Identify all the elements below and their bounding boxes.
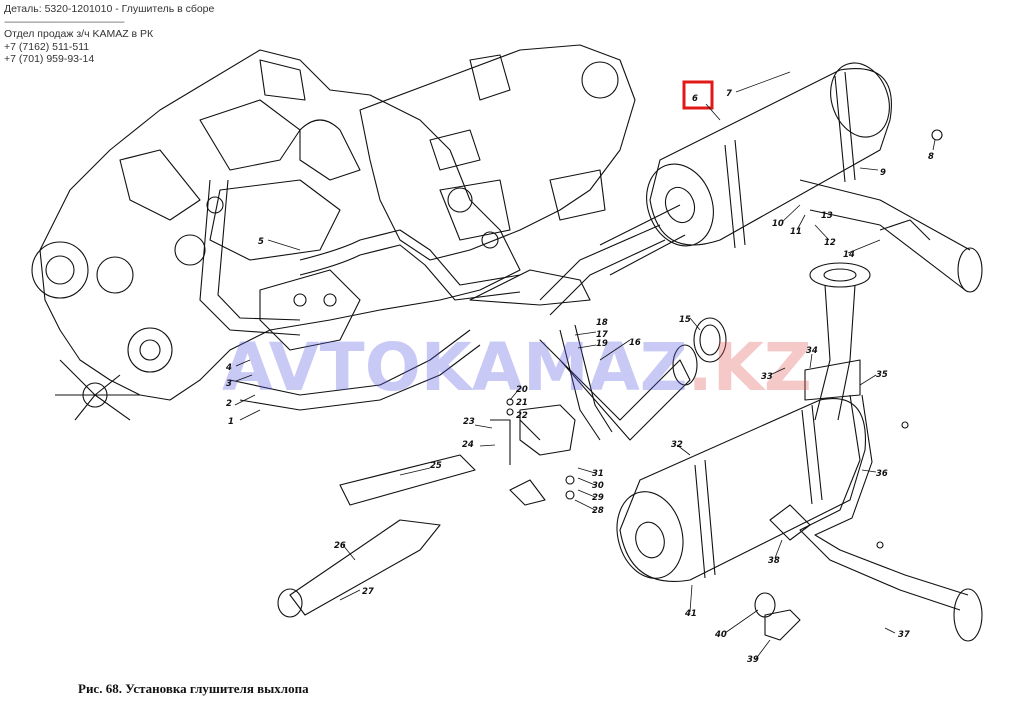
watermark: AVTOKAMAZ.KZ <box>222 329 812 406</box>
engine-drawing <box>31 49 521 421</box>
phone-1: +7 (7162) 511-511 <box>4 40 90 53</box>
callout-10: 10 <box>772 219 784 229</box>
callout-19: 19 <box>596 339 608 349</box>
sales-dept: Отдел продаж з/ч KAMAZ в РК <box>4 28 154 40</box>
callout-8: 8 <box>928 152 934 162</box>
callout-15: 15 <box>679 315 691 325</box>
callout-13: 13 <box>821 211 833 221</box>
upper-tailpipe <box>799 179 983 293</box>
callout-33: 33 <box>761 372 773 382</box>
callout-41: 41 <box>684 609 697 619</box>
callout-20: 20 <box>516 385 528 395</box>
callout-34: 34 <box>806 346 818 356</box>
callout-11: 11 <box>790 227 802 237</box>
callout-29: 29 <box>592 493 604 503</box>
callout-2: 2 <box>226 399 232 409</box>
callout-9: 9 <box>880 168 886 178</box>
callout-12: 12 <box>824 238 836 248</box>
figure-caption: Рис. 68. Установка глушителя выхлопа <box>78 681 309 696</box>
callout-25: 25 <box>430 461 442 471</box>
callout-26: 26 <box>334 541 346 551</box>
callout-21: 21 <box>516 398 528 408</box>
lower-muffler <box>616 398 866 582</box>
callout-23: 23 <box>463 417 475 427</box>
highlight-box-part-6[interactable] <box>682 80 714 110</box>
callout-labels: 1 2 3 4 5 6 7 8 9 10 11 12 13 14 15 16 1… <box>225 89 934 665</box>
callout-40: 40 <box>714 630 727 640</box>
callout-22: 22 <box>516 411 528 421</box>
callout-27: 27 <box>362 587 374 597</box>
callout-36: 36 <box>876 469 888 479</box>
callout-39: 39 <box>747 655 759 665</box>
lower-tailpipe <box>769 394 983 642</box>
callout-37: 37 <box>898 630 910 640</box>
gearbox-drawing <box>359 44 636 261</box>
callout-4: 4 <box>225 363 232 373</box>
callout-3: 3 <box>226 379 232 389</box>
callout-18: 18 <box>596 318 608 328</box>
upper-muffler <box>599 62 892 276</box>
clamps-hardware <box>490 129 943 641</box>
callout-31: 31 <box>592 469 604 479</box>
callout-16: 16 <box>629 338 641 348</box>
callout-32: 32 <box>671 440 683 450</box>
callout-28: 28 <box>592 506 604 516</box>
callout-38: 38 <box>768 556 780 566</box>
callout-7: 7 <box>726 89 732 99</box>
callout-1: 1 <box>228 417 234 427</box>
header-separator: ----------------------------------------… <box>4 15 125 28</box>
phone-2: +7 (701) 959-93-14 <box>4 53 95 65</box>
callout-6[interactable]: 6 <box>692 94 698 104</box>
part-info-header: Деталь: 5320-1201010 - Глушитель в сборе… <box>4 3 214 66</box>
callout-35: 35 <box>876 370 888 380</box>
callout-24: 24 <box>462 440 474 450</box>
exhaust-pipes <box>199 179 666 441</box>
callout-leaders <box>234 71 936 661</box>
intermediate-pipes <box>277 339 698 618</box>
callout-5: 5 <box>258 237 264 247</box>
callout-14: 14 <box>843 250 855 260</box>
callout-17: 17 <box>596 330 608 340</box>
callout-30: 30 <box>592 481 604 491</box>
vertical-pipe <box>804 262 871 421</box>
detail-line: Деталь: 5320-1201010 - Глушитель в сборе <box>4 3 215 15</box>
